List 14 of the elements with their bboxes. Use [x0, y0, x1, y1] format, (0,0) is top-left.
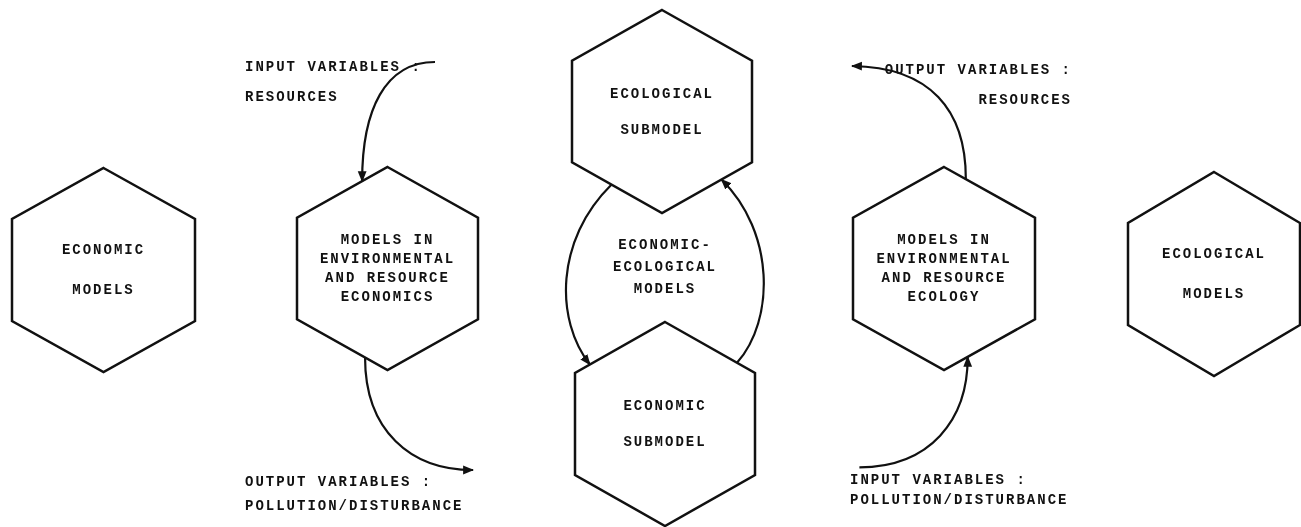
variables-label: OUTPUT VARIABLES : POLLUTION/DISTURBANCE — [245, 470, 473, 518]
node-label: ECONOMIC SUBMODEL — [622, 397, 708, 452]
arrow — [850, 62, 967, 180]
node-label: ECONOMIC MODELS — [60, 241, 147, 300]
arrow — [720, 178, 765, 364]
variables-label: OUTPUT VARIABLES : RESOURCES — [852, 55, 1072, 115]
node-label: ECOLOGICAL SUBMODEL — [609, 84, 715, 140]
node-label: MODELS IN ENVIRONMENTAL AND RESOURCE ECOLOGY — [875, 230, 1013, 307]
node-label: ECOLOGICAL MODELS — [1161, 245, 1267, 304]
variables-label: INPUT VARIABLES : POLLUTION/DISTURBANCE — [850, 470, 1085, 510]
node-label: MODELS IN ENVIRONMENTAL AND RESOURCE ECONOMICS — [318, 230, 457, 307]
arrow — [564, 183, 613, 366]
node-label: ECONOMIC- ECOLOGICAL MODELS — [595, 228, 735, 300]
arrow — [363, 357, 475, 474]
